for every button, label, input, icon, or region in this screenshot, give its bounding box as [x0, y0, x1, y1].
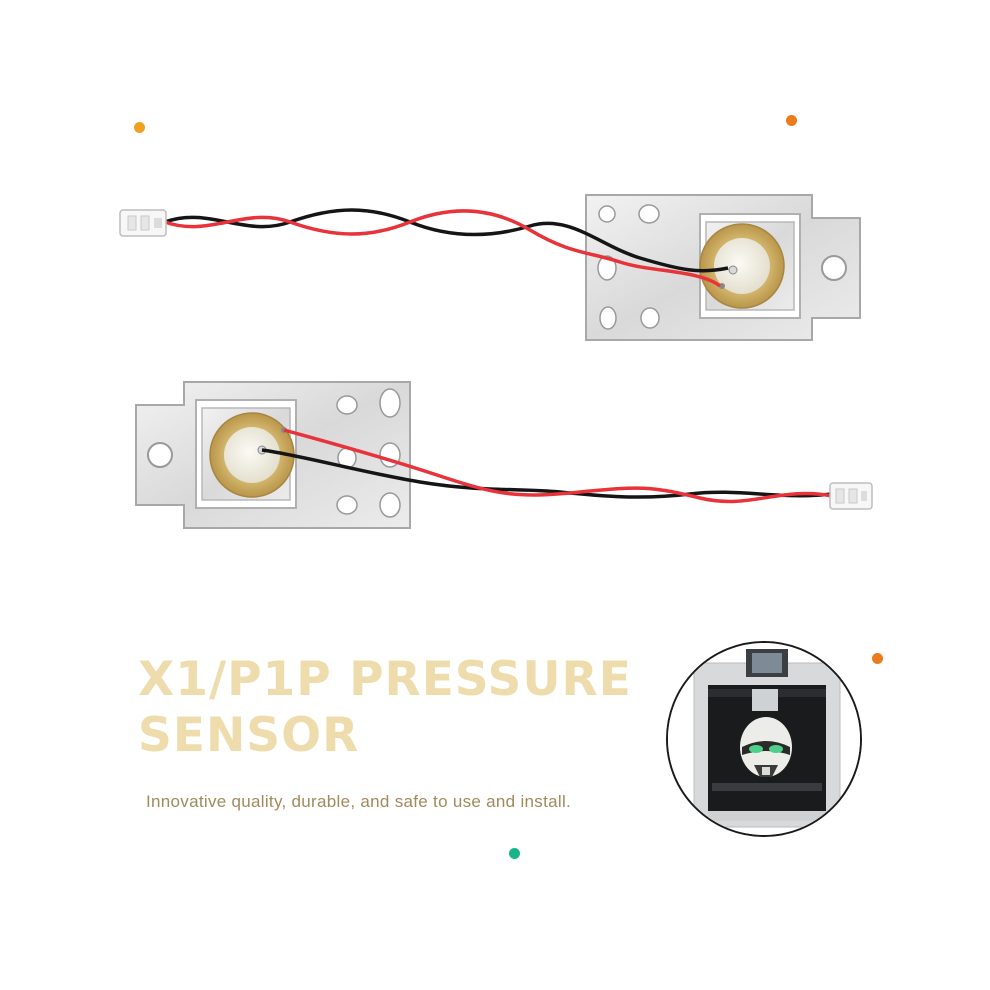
dot-icon: [786, 115, 797, 126]
dot-icon: [872, 653, 883, 664]
dot-icon: [134, 122, 145, 133]
connector-top: [119, 209, 167, 237]
dot-icon: [509, 848, 520, 859]
headline: X1/P1P PRESSURE SENSOR: [138, 652, 632, 764]
3d-printer-icon: [668, 643, 860, 835]
headline-line-1: X1/P1P PRESSURE: [138, 652, 632, 707]
printer-photo: [666, 641, 862, 837]
sensor-bottom: [135, 381, 411, 529]
headline-line-2: SENSOR: [138, 708, 360, 763]
connector-bottom: [829, 482, 873, 510]
pressure-sensor-product-image: [119, 194, 873, 529]
tagline: Innovative quality, durable, and safe to…: [146, 792, 572, 811]
